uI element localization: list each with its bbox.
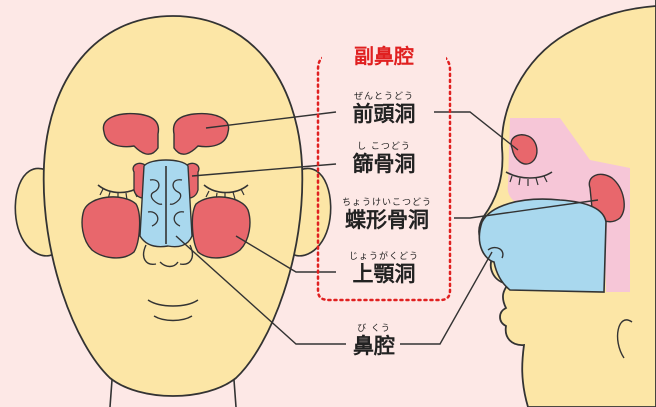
front-maxillary-right bbox=[192, 197, 250, 258]
name-ethmoid: 篩骨洞 bbox=[336, 152, 432, 176]
label-ethmoid: し こつどう 篩骨洞 bbox=[336, 142, 432, 176]
label-nasal-cavity: び くう 鼻腔 bbox=[346, 324, 402, 358]
front-maxillary-left bbox=[82, 197, 140, 258]
ruby-ethmoid: し こつどう bbox=[336, 142, 432, 152]
label-maxillary: じょうがくどう 上顎洞 bbox=[336, 252, 432, 286]
label-sphenoid: ちょうけいこつどう 蝶形骨洞 bbox=[324, 198, 450, 232]
label-frontal: ぜんとうどう 前頭洞 bbox=[336, 92, 432, 126]
name-maxillary: 上顎洞 bbox=[336, 262, 432, 286]
front-face bbox=[15, 16, 330, 407]
name-nasal-cavity: 鼻腔 bbox=[346, 334, 402, 358]
side-profile bbox=[479, 0, 656, 407]
name-frontal: 前頭洞 bbox=[336, 102, 432, 126]
title-sinuses: 副鼻腔 bbox=[322, 44, 446, 68]
ruby-sphenoid: ちょうけいこつどう bbox=[324, 198, 450, 208]
ruby-frontal: ぜんとうどう bbox=[336, 92, 432, 102]
ruby-maxillary: じょうがくどう bbox=[336, 252, 432, 262]
ruby-nasal-cavity: び くう bbox=[346, 324, 402, 334]
name-sphenoid: 蝶形骨洞 bbox=[324, 208, 450, 232]
